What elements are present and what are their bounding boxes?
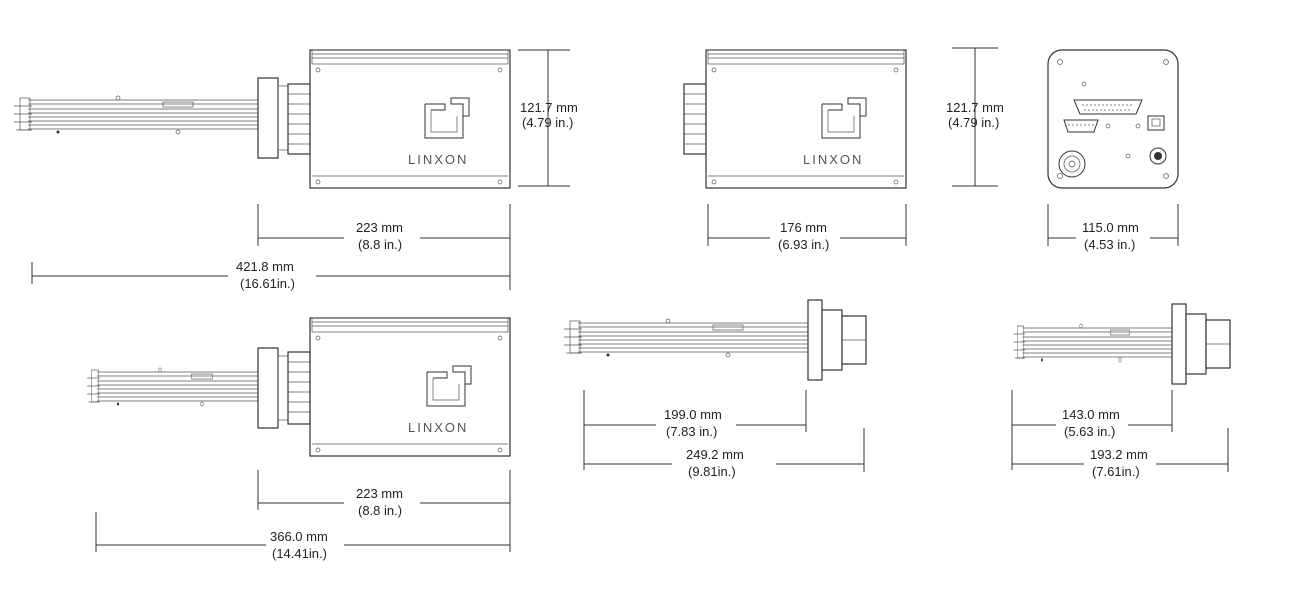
probe-a-short-in: (7.83 in.) bbox=[666, 424, 717, 439]
height-mid-in: (4.79 in.) bbox=[948, 115, 999, 130]
probe-b-long-in: (7.61in.) bbox=[1092, 464, 1140, 479]
top-total-in: (16.61in.) bbox=[240, 276, 295, 291]
bottom-body-mm: 223 mm bbox=[356, 486, 403, 501]
front-width-mm: 115.0 mm bbox=[1082, 220, 1139, 235]
bottom-total-in: (14.41in.) bbox=[272, 546, 327, 561]
brand-label: LINXON bbox=[408, 152, 468, 167]
probe-a-long-in: (9.81in.) bbox=[688, 464, 736, 479]
mid-body-in: (6.93 in.) bbox=[778, 237, 829, 252]
side-view-top: LINXON bbox=[13, 49, 511, 189]
front-width-in: (4.53 in.) bbox=[1084, 237, 1135, 252]
side-view-compact: LINXON bbox=[683, 49, 907, 189]
probe-view-long bbox=[563, 299, 867, 381]
probe-view-short bbox=[1012, 303, 1231, 385]
probe-b-short-mm: 143.0 mm bbox=[1062, 407, 1120, 422]
top-body-in: (8.8 in.) bbox=[358, 237, 402, 252]
top-total-mm: 421.8 mm bbox=[236, 259, 294, 274]
bottom-body-in: (8.8 in.) bbox=[358, 503, 402, 518]
top-body-mm: 223 mm bbox=[356, 220, 403, 235]
height-side-mm: 121.7 mm bbox=[520, 100, 578, 115]
height-side-in: (4.79 in.) bbox=[522, 115, 573, 130]
probe-a-long-mm: 249.2 mm bbox=[686, 447, 744, 462]
front-view bbox=[1047, 49, 1179, 189]
probe-a-short-mm: 199.0 mm bbox=[664, 407, 722, 422]
probe-b-short-in: (5.63 in.) bbox=[1064, 424, 1115, 439]
brand-label: LINXON bbox=[408, 420, 468, 435]
side-view-bottom: LINXON bbox=[86, 317, 511, 457]
brand-label: LINXON bbox=[803, 152, 863, 167]
height-mid-mm: 121.7 mm bbox=[946, 100, 1004, 115]
mid-body-mm: 176 mm bbox=[780, 220, 827, 235]
bottom-total-mm: 366.0 mm bbox=[270, 529, 328, 544]
probe-b-long-mm: 193.2 mm bbox=[1090, 447, 1148, 462]
